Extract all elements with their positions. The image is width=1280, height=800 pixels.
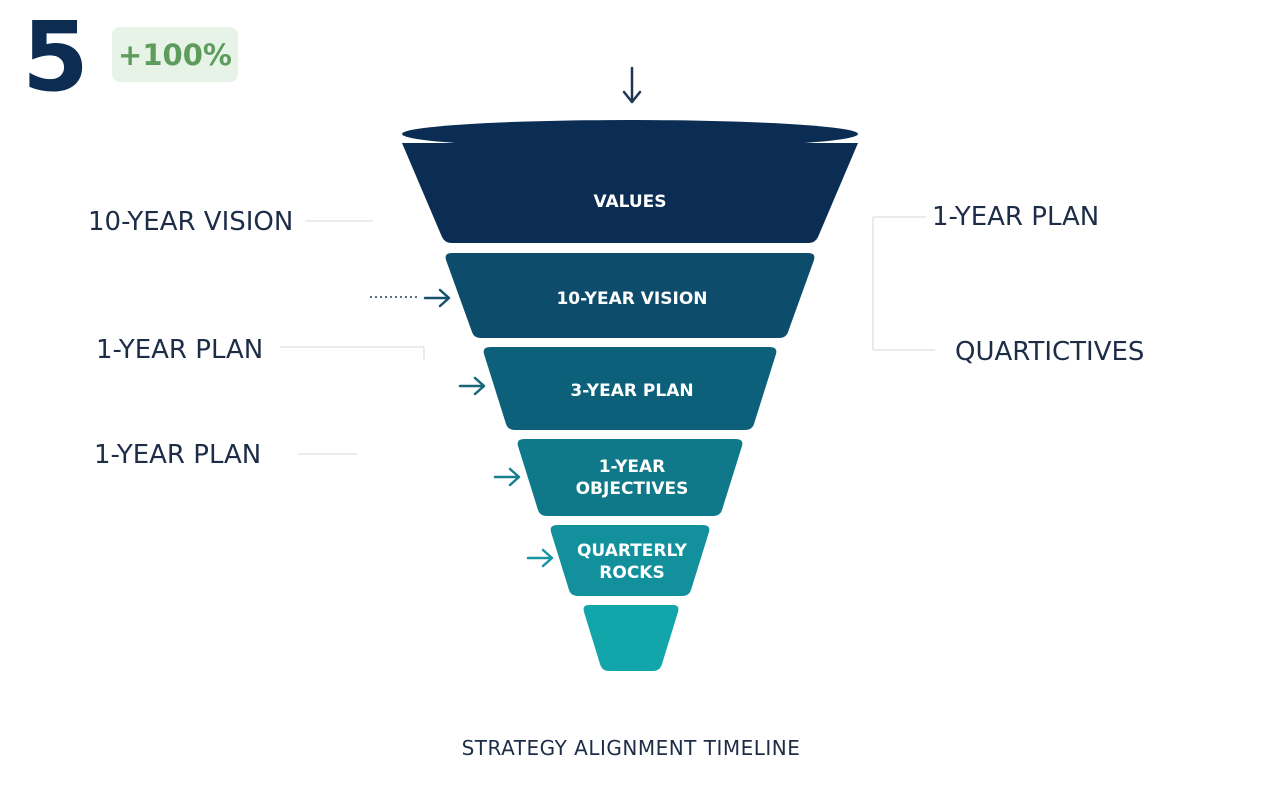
tier-label-10-year-vision: 10-YEAR VISION [556, 289, 707, 309]
tier-label-3-year-plan: 3-YEAR PLAN [570, 381, 693, 401]
funnel-tier-labels: VALUES 10-YEAR VISION 3-YEAR PLAN 1-YEAR… [556, 192, 707, 583]
funnel-tier-bottom [583, 605, 679, 671]
tier-label-objectives: OBJECTIVES [576, 479, 689, 499]
left-label-3: 1-YEAR PLAN [94, 440, 262, 470]
left-label-1: 10-YEAR VISION [88, 207, 294, 237]
right-arrow-icon-3 [493, 467, 521, 487]
funnel-tiers [402, 143, 858, 671]
diagram-caption: STRATEGY ALIGNMENT TIMELINE [461, 736, 801, 760]
down-arrow-icon [622, 66, 642, 104]
funnel-tier-values [402, 143, 858, 243]
funnel-tier-1-year-objectives [517, 439, 743, 516]
right-label-2: QUARTICTIVES [955, 337, 1145, 367]
right-label-1: 1-YEAR PLAN [932, 202, 1100, 232]
funnel-tier-3-year-plan [483, 347, 777, 430]
funnel-rim [402, 120, 858, 148]
funnel-tier-quarterly-rocks [550, 525, 710, 596]
right-arrow-icon-4 [526, 548, 554, 568]
tier-label-quarterly: QUARTERLY [577, 541, 688, 561]
funnel-tier-10-year-vision [445, 253, 815, 338]
connector-lines [280, 216, 935, 455]
left-label-2: 1-YEAR PLAN [96, 335, 264, 365]
tier-label-rocks: ROCKS [599, 563, 664, 583]
step-number: 5 [22, 1, 89, 113]
tier-label-values: VALUES [593, 192, 666, 212]
growth-badge-text: +100% [118, 37, 232, 72]
right-arrow-icon-2 [458, 376, 486, 396]
right-arrow-icon-1 [423, 288, 451, 308]
growth-badge: +100% [112, 27, 238, 82]
tier-label-1-year: 1-YEAR [599, 457, 666, 477]
